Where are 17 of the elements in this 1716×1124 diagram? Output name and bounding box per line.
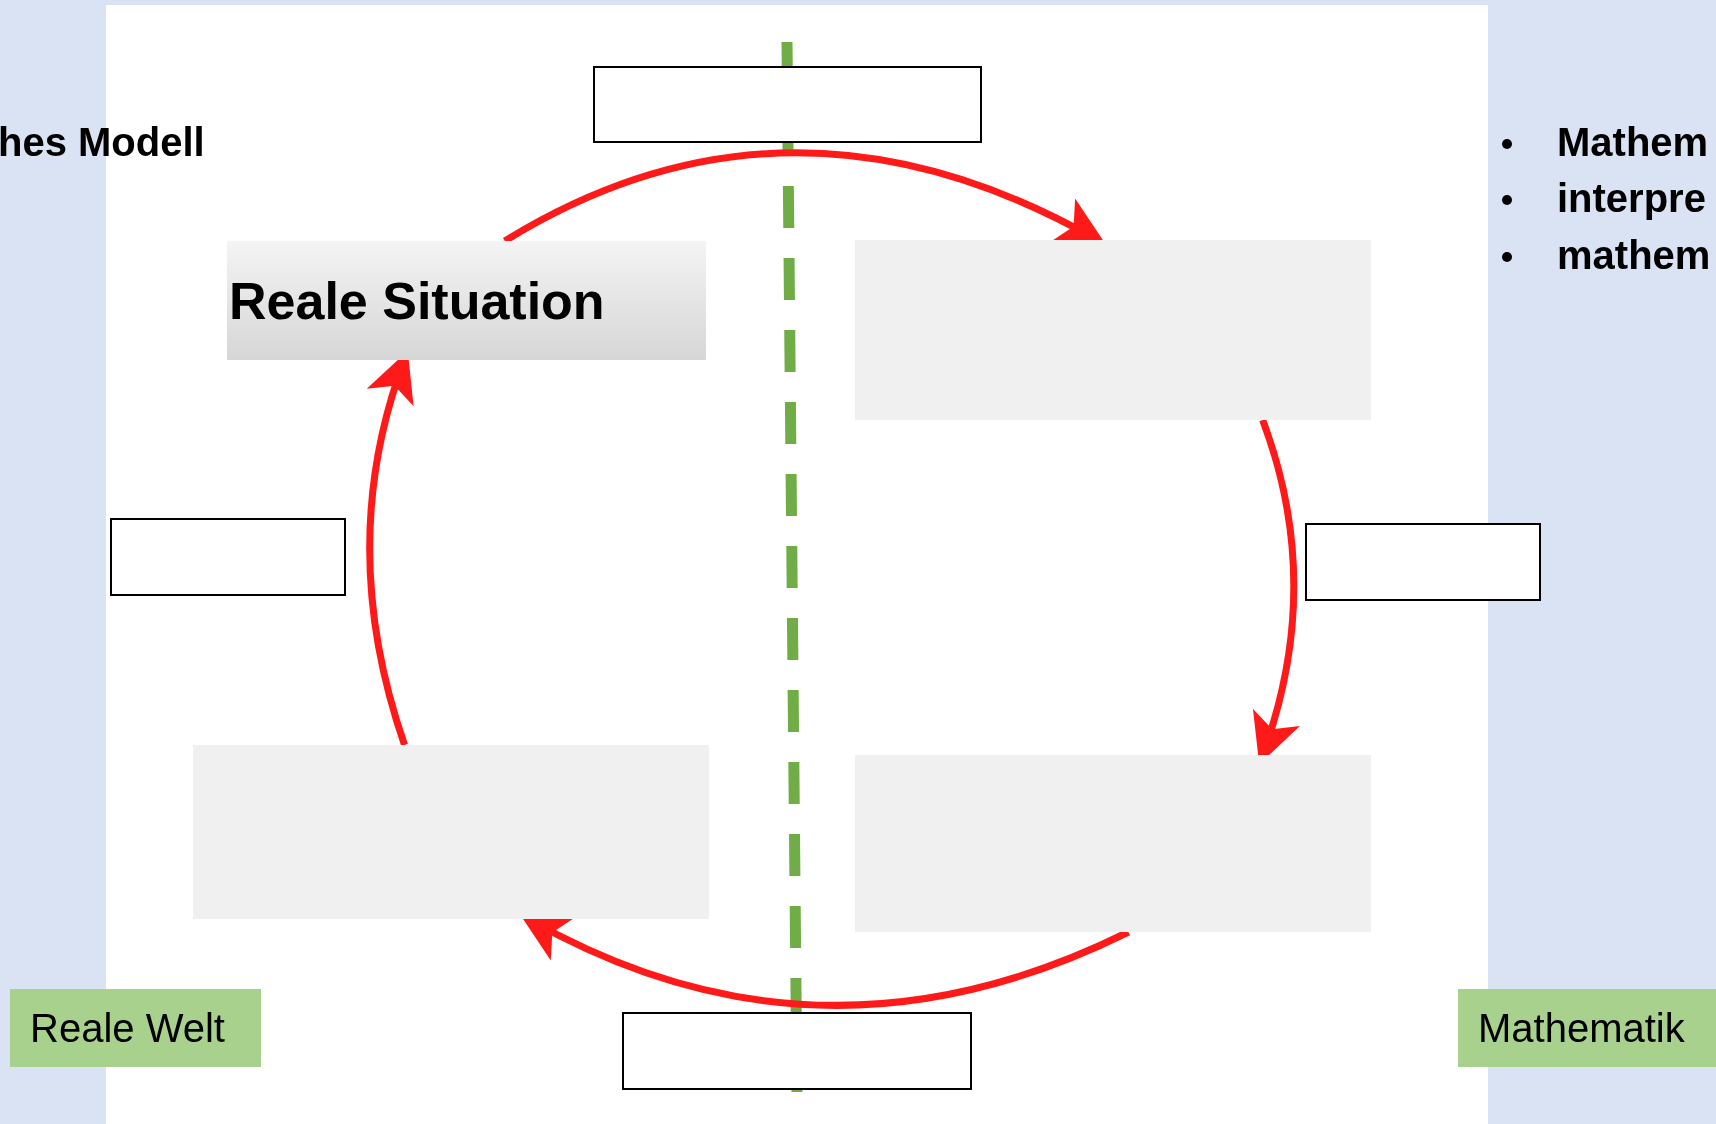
region-label-text: Mathematik bbox=[1477, 1005, 1685, 1051]
empty-box bbox=[1305, 523, 1541, 601]
box-title: Reale Situation bbox=[228, 270, 605, 331]
empty-box bbox=[193, 745, 709, 919]
empty-box bbox=[855, 755, 1371, 932]
empty-box bbox=[622, 1012, 972, 1090]
empty-box bbox=[855, 240, 1371, 420]
heading-text: hes Modell bbox=[0, 120, 205, 165]
region-label-text: Reale Welt bbox=[29, 1005, 225, 1051]
bullet-text: Mathem bbox=[1557, 120, 1709, 165]
region-label bbox=[10, 989, 261, 1067]
empty-box bbox=[110, 518, 346, 596]
bullet-text: mathem bbox=[1557, 233, 1711, 278]
region-label bbox=[1458, 989, 1716, 1067]
bullet-text: interpre bbox=[1557, 176, 1706, 221]
empty-box bbox=[593, 66, 982, 143]
title-box bbox=[227, 241, 706, 360]
